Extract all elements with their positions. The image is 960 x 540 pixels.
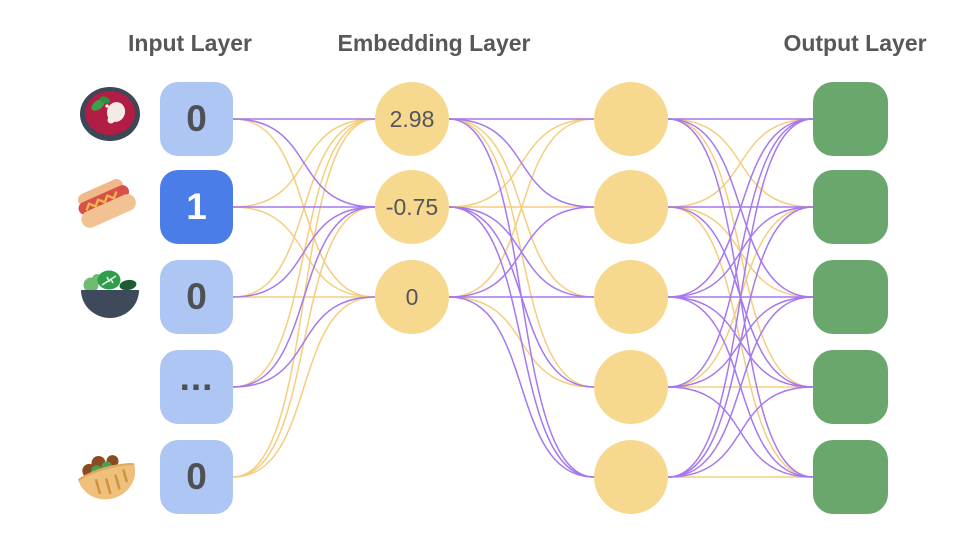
output-node-5	[813, 440, 888, 514]
hidden-node-4	[594, 350, 668, 424]
hidden-node-3	[594, 260, 668, 334]
embedding-node-3: 0	[375, 260, 449, 334]
soup-icon	[78, 85, 142, 145]
output-node-4	[813, 350, 888, 424]
stuffed-flatbread-icon	[76, 444, 140, 504]
input-node-ellipsis: ...	[160, 350, 233, 424]
output-node-3	[813, 260, 888, 334]
input-layer-title: Input Layer	[128, 30, 252, 56]
embedding-value: -0.75	[385, 193, 439, 220]
embedding-value: 0	[405, 283, 419, 310]
input-node-hot-dog: 1	[160, 170, 233, 244]
input-node-value: 1	[186, 186, 207, 227]
hidden-node-2	[594, 170, 668, 244]
input-node-value: 0	[186, 276, 207, 317]
embedding-node-2: -0.75	[375, 170, 449, 244]
hidden-node-1	[594, 82, 668, 156]
input-node-value: 0	[186, 98, 207, 139]
output-node-1	[813, 82, 888, 156]
embedding-node-1: 2.98	[375, 82, 449, 156]
input-node-value: 0	[186, 456, 207, 497]
embedding-layer-title: Embedding Layer	[337, 30, 531, 56]
output-layer-title: Output Layer	[783, 30, 927, 56]
salad-icon	[78, 266, 142, 326]
hidden-node-5	[594, 440, 668, 514]
output-node-2	[813, 170, 888, 244]
input-node-soup: 0	[160, 82, 233, 156]
input-node-flatbread: 0	[160, 440, 233, 514]
embedding-value: 2.98	[389, 105, 435, 132]
input-node-salad: 0	[160, 260, 233, 334]
hot-dog-icon	[74, 176, 138, 236]
input-node-value: ...	[179, 357, 214, 398]
